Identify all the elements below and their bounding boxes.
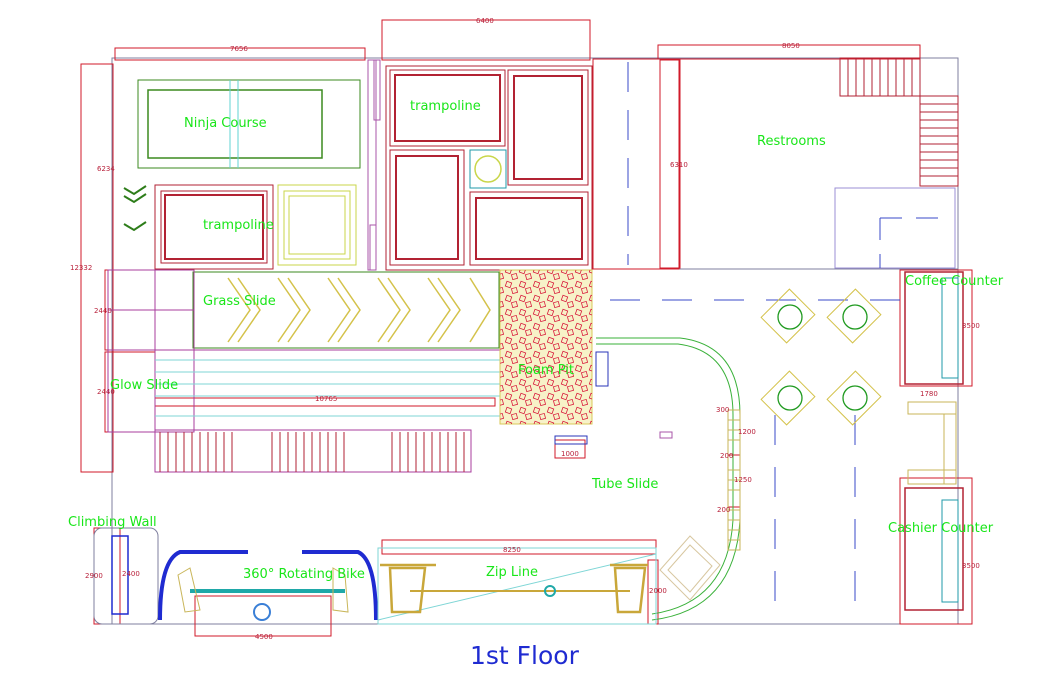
label-ninja-course: Ninja Course	[184, 116, 267, 131]
dim-200-a: 200	[720, 452, 733, 460]
glow-slide-area	[107, 269, 500, 473]
rotating-bike-area	[158, 550, 378, 621]
restrooms-area	[627, 59, 940, 269]
zone-labels: Ninja Course trampoline trampoline Restr…	[68, 99, 1004, 582]
dim-7656: 7656	[230, 45, 248, 53]
dim-1000: 1000	[561, 450, 579, 458]
dim-4500: 4500	[255, 633, 273, 641]
trampoline-small-area	[277, 184, 357, 266]
dim-12332: 12332	[70, 264, 92, 272]
cashier-counter-area	[904, 487, 964, 611]
dim-8050: 8050	[782, 42, 800, 50]
ninja-course-area	[137, 79, 361, 169]
dim-8250: 8250	[503, 546, 521, 554]
dim-1780: 1780	[920, 390, 938, 398]
dim-1250: 1250	[734, 476, 752, 484]
label-cashier-counter: Cashier Counter	[888, 521, 994, 536]
dim-10765: 10765	[315, 395, 337, 403]
floor-title: 1st Floor	[470, 641, 580, 670]
tube-slide-area	[596, 337, 741, 621]
trampoline-lower-area	[154, 184, 274, 270]
label-glow-slide: Glow Slide	[110, 378, 178, 393]
dim-2900: 2900	[85, 572, 103, 580]
arrow-markers	[123, 185, 147, 232]
restroom-stairs	[839, 57, 959, 187]
circulation-lines	[610, 299, 900, 620]
label-coffee-counter: Coffee Counter	[905, 274, 1004, 289]
coffee-counter-area	[904, 271, 964, 485]
label-trampoline-upper: trampoline	[410, 99, 481, 114]
climbing-wall-area	[93, 527, 159, 625]
dim-6234: 6234	[97, 165, 115, 173]
foam-pit-area	[499, 269, 609, 445]
seating-area	[760, 288, 882, 426]
label-foam-pit: Foam Pit	[518, 363, 574, 378]
divider-strips	[367, 59, 381, 271]
dim-6400: 6400	[476, 17, 494, 25]
trampoline-upper-area	[385, 65, 593, 271]
grass-slide-area	[192, 271, 500, 349]
dim-2440-a: 2440	[94, 307, 112, 315]
dim-200-b: 200	[717, 506, 730, 514]
label-restrooms: Restrooms	[757, 134, 826, 149]
zip-line-area	[377, 547, 657, 625]
dim-6310: 6310	[670, 161, 688, 169]
dimension-labels: 7656 6400 8050 6234 6310 12332 2440 2440…	[70, 17, 980, 641]
label-zip-line: Zip Line	[486, 565, 538, 580]
dim-3500-a: 3500	[962, 322, 980, 330]
dim-2440-b: 2440	[97, 388, 115, 396]
label-tube-slide: Tube Slide	[591, 477, 658, 492]
label-climbing-wall: Climbing Wall	[68, 515, 157, 530]
dim-2000: 2000	[649, 587, 667, 595]
label-trampoline-lower: trampoline	[203, 218, 274, 233]
dim-300: 300	[716, 406, 729, 414]
label-grass-slide: Grass Slide	[203, 294, 276, 309]
glow-slide-stairs	[159, 432, 465, 472]
dim-1200: 1200	[738, 428, 756, 436]
label-rotating-bike: 360° Rotating Bike	[243, 567, 365, 582]
dim-2400: 2400	[122, 570, 140, 578]
dim-3500-b: 3500	[962, 562, 980, 570]
